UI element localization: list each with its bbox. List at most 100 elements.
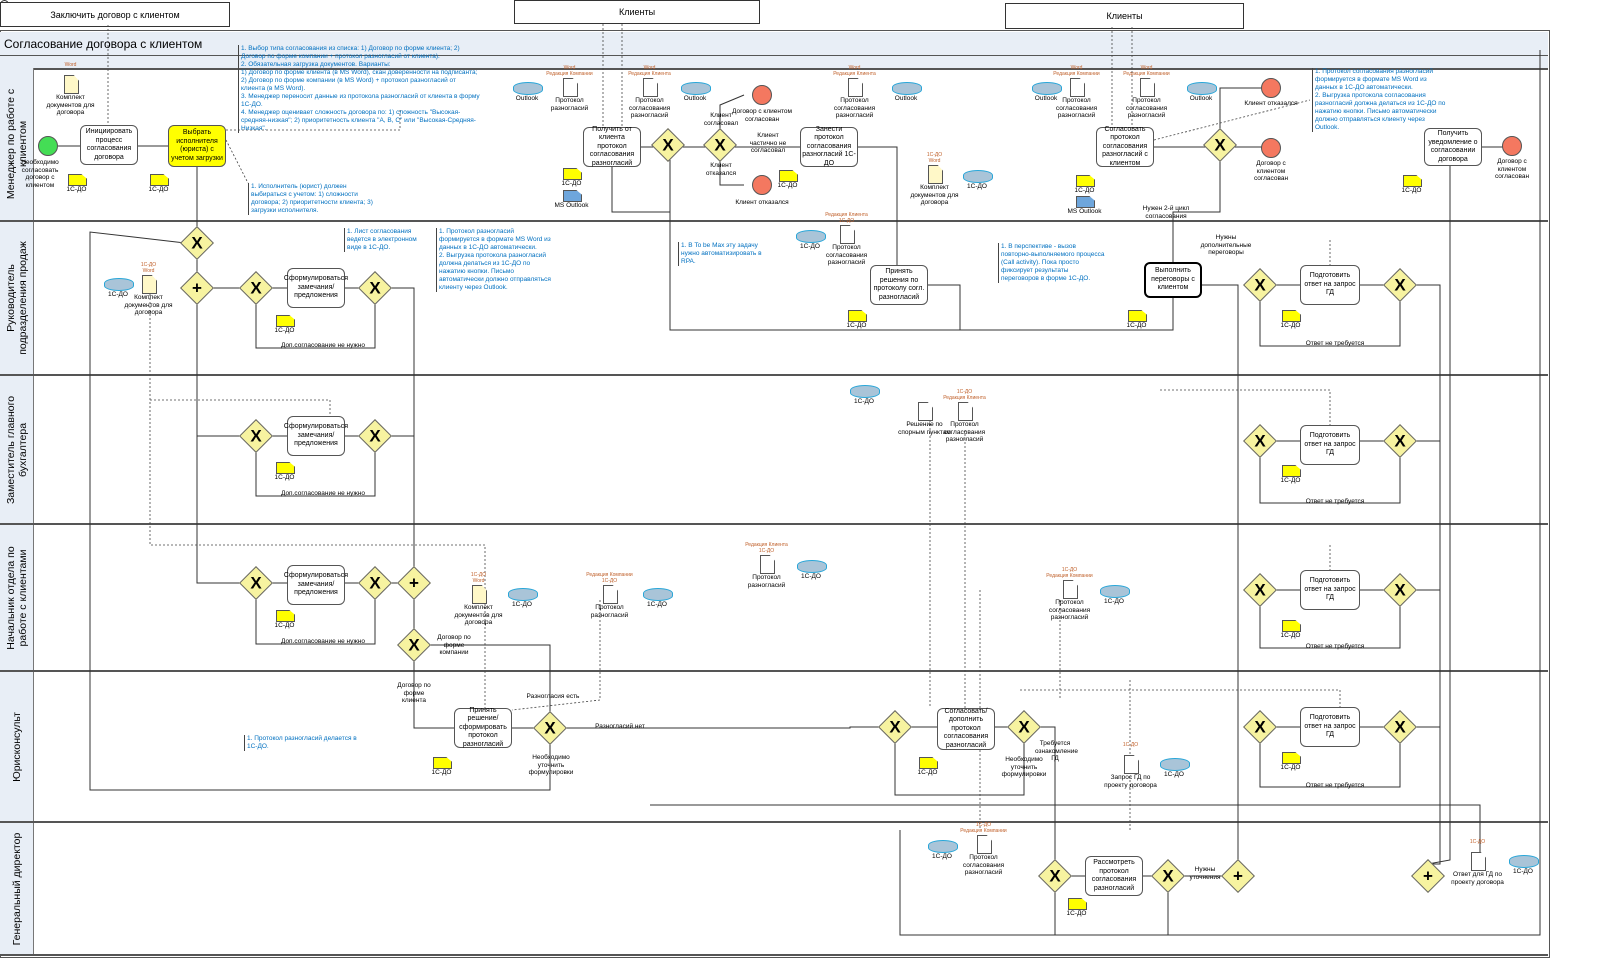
- data-object-label: Outlook: [1189, 95, 1213, 102]
- task-activity[interactable]: Сформулироваться замечания/ предложения: [284, 416, 348, 456]
- data-note-icon[interactable]: [1403, 175, 1422, 187]
- document-icon[interactable]: [958, 402, 973, 421]
- task-activity[interactable]: Подготовить ответ на запрос ГД: [1300, 265, 1360, 305]
- data-note-icon[interactable]: [1076, 175, 1095, 187]
- document-icon[interactable]: [1124, 755, 1139, 774]
- task-activity[interactable]: Согласовать протокол согласования разног…: [1096, 126, 1154, 167]
- data-note-icon[interactable]: [1282, 752, 1301, 764]
- task-activity[interactable]: Принять решение/ сформировать протокол р…: [454, 707, 512, 748]
- x-icon: X: [191, 233, 203, 253]
- end-event[interactable]: [1261, 138, 1281, 158]
- task-activity[interactable]: Рассмотреть протокол согласования разног…: [1085, 856, 1143, 896]
- task-activity[interactable]: Сформулироваться замечания/ предложения: [284, 268, 348, 308]
- data-object-tag: 1С-ДО Редакция Компании: [960, 822, 1007, 834]
- task-activity[interactable]: Сформулироваться замечания/ предложения: [284, 565, 348, 605]
- data-note-icon[interactable]: [1068, 898, 1087, 910]
- end-event[interactable]: [752, 85, 772, 105]
- start-event[interactable]: [38, 136, 58, 156]
- end-event[interactable]: [1261, 78, 1281, 98]
- database-icon[interactable]: [1032, 82, 1062, 95]
- data-object-label: Протокол разногласий: [747, 574, 786, 589]
- flow-label: Нужен 2-й цикл согласования: [1142, 205, 1190, 220]
- text-annotation: 1. В To be Max эту задачу нужно автомати…: [678, 242, 771, 266]
- database-icon[interactable]: [928, 840, 958, 853]
- data-note-icon[interactable]: [1128, 310, 1147, 322]
- database-icon[interactable]: [508, 588, 538, 601]
- data-note-icon[interactable]: [68, 174, 87, 186]
- database-icon[interactable]: [1160, 758, 1190, 771]
- task-activity[interactable]: Получить от клиента протокол согласовани…: [583, 126, 641, 167]
- sequence-flow: [894, 739, 1025, 796]
- flow-label: Необходимо уточнить формулировки: [528, 754, 574, 776]
- data-note-icon[interactable]: [1282, 310, 1301, 322]
- task-activity[interactable]: Подготовить ответ на запрос ГД: [1300, 707, 1360, 747]
- database-icon[interactable]: [963, 170, 993, 183]
- flow-label: Клиент отказался: [705, 162, 737, 177]
- document-icon[interactable]: [603, 585, 618, 604]
- document-icon[interactable]: [563, 78, 578, 97]
- database-icon[interactable]: [797, 560, 827, 573]
- data-note-icon[interactable]: [779, 170, 798, 182]
- task-activity[interactable]: Инициировать процесс согласования догово…: [80, 125, 138, 165]
- data-note-icon[interactable]: [276, 315, 295, 327]
- document-icon[interactable]: [760, 555, 775, 574]
- sequence-flow: [719, 157, 744, 186]
- data-note-icon[interactable]: [433, 757, 452, 769]
- end-event[interactable]: [752, 175, 772, 195]
- outlook-note-icon[interactable]: [563, 190, 582, 202]
- data-object-label: Outlook: [1034, 95, 1058, 102]
- task-activity[interactable]: Принять решения по протоколу согл. разно…: [870, 265, 928, 305]
- data-note-icon[interactable]: [848, 310, 867, 322]
- document-icon[interactable]: [1471, 852, 1486, 871]
- document-icon[interactable]: [1070, 78, 1085, 97]
- task-activity[interactable]: Подготовить ответ на запрос ГД: [1300, 425, 1360, 465]
- task-activity[interactable]: Получить уведомление о согласовании дого…: [1424, 128, 1482, 166]
- database-icon[interactable]: [513, 82, 543, 95]
- data-note-icon[interactable]: [276, 610, 295, 622]
- data-note-icon[interactable]: [919, 757, 938, 769]
- data-note-icon[interactable]: [563, 168, 582, 180]
- flow-label: Клиент частично не согласовал: [749, 132, 787, 154]
- database-icon[interactable]: [1100, 585, 1130, 598]
- database-icon[interactable]: [892, 82, 922, 95]
- pool-strip: [0, 56, 1548, 70]
- database-icon[interactable]: [104, 278, 134, 291]
- data-object-label: Протокол разногласий: [590, 604, 629, 619]
- document-icon[interactable]: [1063, 580, 1078, 599]
- task-activity[interactable]: Выбрать исполнителя (юриста) с учетом за…: [168, 125, 226, 167]
- task-activity[interactable]: Подготовить ответ на запрос ГД: [1300, 570, 1360, 610]
- database-icon[interactable]: [643, 588, 673, 601]
- database-icon[interactable]: [1187, 82, 1217, 95]
- document-icon[interactable]: [840, 225, 855, 244]
- document-icon[interactable]: [643, 78, 658, 97]
- swimlane: Руководитель подразделения продаж: [0, 222, 1548, 376]
- database-icon[interactable]: [1509, 855, 1539, 868]
- document-set-icon[interactable]: [64, 75, 79, 94]
- database-icon[interactable]: [850, 385, 880, 398]
- outlook-note-icon[interactable]: [1076, 196, 1095, 208]
- database-icon[interactable]: [796, 230, 826, 243]
- document-icon[interactable]: [977, 835, 992, 854]
- data-note-icon[interactable]: [1282, 465, 1301, 477]
- data-note-icon[interactable]: [150, 174, 169, 186]
- data-object-label: 1С-ДО: [967, 183, 987, 190]
- document-icon[interactable]: [1140, 78, 1155, 97]
- document-set-icon[interactable]: [142, 275, 157, 294]
- database-icon[interactable]: [681, 82, 711, 95]
- x-icon: X: [369, 426, 381, 446]
- document-set-icon[interactable]: [472, 585, 487, 604]
- header-box-clients-2: Клиенты: [1005, 3, 1244, 29]
- swimlane: Заместитель главного бухгалтера: [0, 376, 1548, 525]
- task-activity[interactable]: Согласовать/ дополнить протокол согласов…: [937, 708, 995, 750]
- data-note-icon[interactable]: [1282, 620, 1301, 632]
- task-activity[interactable]: Занести протокол согласования разногласи…: [800, 126, 858, 167]
- data-object-label: 1С-ДО: [801, 573, 821, 580]
- document-set-icon[interactable]: [928, 165, 943, 184]
- data-note-icon[interactable]: [276, 462, 295, 474]
- data-object-label: Протокол согласования разногласий: [833, 97, 876, 119]
- document-icon[interactable]: [918, 402, 933, 421]
- end-event[interactable]: [1502, 136, 1522, 156]
- header-box-label: Клиенты: [1106, 11, 1143, 21]
- task-activity[interactable]: Выполнить переговоры с клиентом: [1144, 262, 1202, 298]
- document-icon[interactable]: [848, 78, 863, 97]
